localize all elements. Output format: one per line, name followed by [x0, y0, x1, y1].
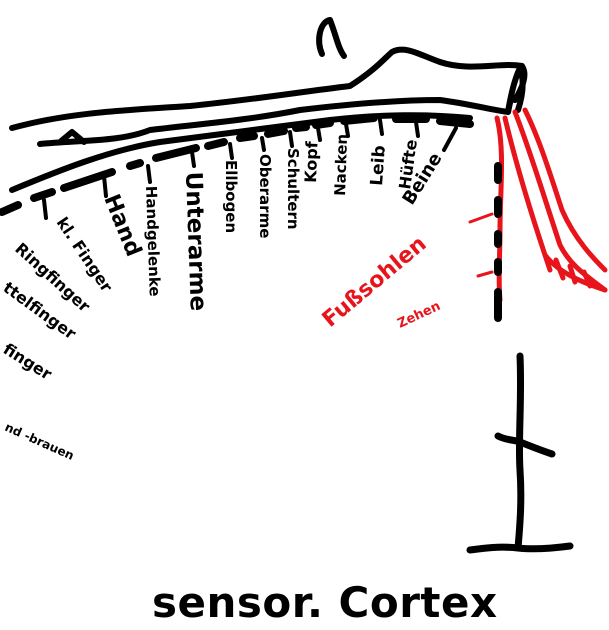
label-nacken: Nacken [331, 134, 351, 197]
foot-outline [497, 110, 605, 300]
label-leib: Leib [367, 145, 390, 187]
label-finger: finger [0, 339, 55, 383]
label-hand: Hand [98, 191, 145, 260]
label-oberarme: Oberarme [256, 154, 274, 238]
label-kopf: Kopf [301, 140, 321, 183]
label-augenbrauen: nd -brauen [3, 420, 76, 463]
red-leaders [470, 214, 492, 276]
label-handgelenke: Handgelenke [142, 186, 164, 297]
label-zehen: Zehen [395, 299, 443, 332]
label-unterarme: Unterarme [180, 171, 211, 311]
foot-labels: Fußsohlen Zehen [318, 232, 443, 333]
cortex-stem [470, 356, 570, 550]
label-schultern: Schultern [284, 148, 302, 230]
caption-title: sensor. Cortex [152, 578, 498, 627]
label-ellbogen: Ellbogen [222, 160, 240, 233]
